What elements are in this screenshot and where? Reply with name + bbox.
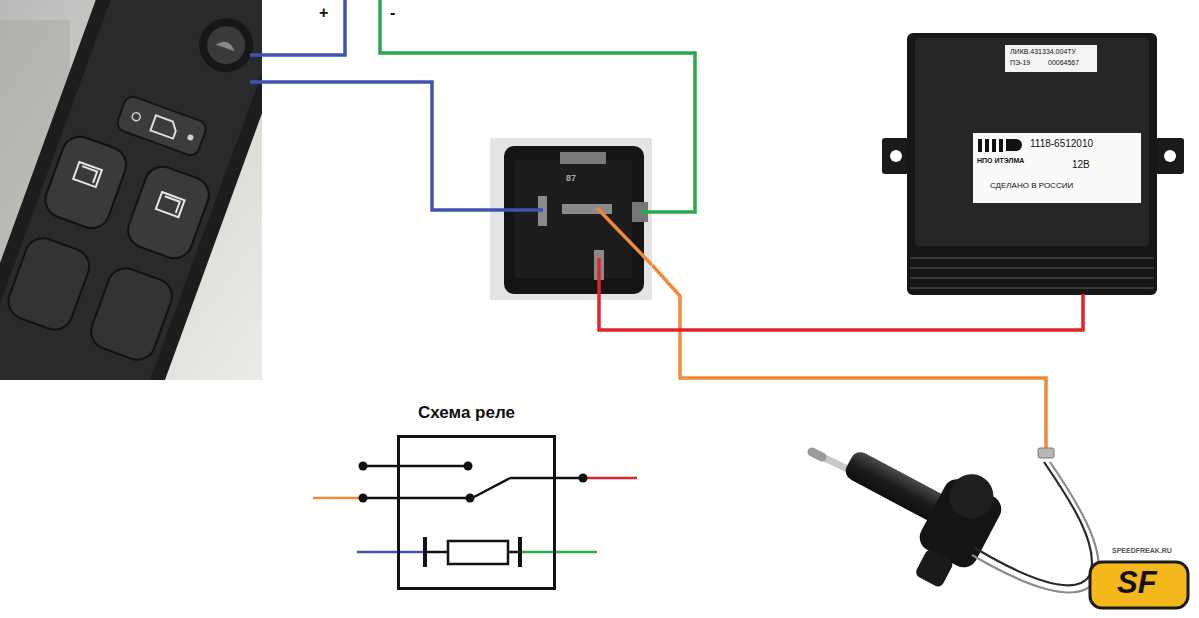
- relay-schematic-box: Схема реле: [397, 435, 556, 590]
- control-unit-art: [1081, 294, 1085, 300]
- actuator-rod-tip: [812, 452, 822, 457]
- lock-icon: [131, 112, 141, 122]
- relay-photo-art: [640, 210, 652, 214]
- nameplate-text: 00064567: [1048, 59, 1079, 67]
- window-button: [123, 162, 214, 264]
- switch-housing: [0, 0, 262, 380]
- contact-dots: [359, 462, 368, 471]
- lock-button: [115, 94, 208, 157]
- control-unit-art: [907, 33, 1157, 295]
- red-lead: [583, 477, 637, 480]
- contact-symbol: [474, 478, 510, 497]
- control-unit-art: [978, 139, 982, 152]
- control-unit-art: [915, 38, 1149, 246]
- control-unit-art: [992, 139, 996, 152]
- contact-symbol: [363, 497, 468, 500]
- nameplate-text: НПО ИТЭЛМА: [977, 157, 1024, 165]
- window-icon: [73, 162, 102, 187]
- polarity-label: -: [390, 4, 395, 22]
- coil-symbol: [518, 537, 522, 567]
- contact-dots: [464, 462, 473, 471]
- lock-actuator: [812, 419, 1099, 597]
- nameplate-text: 1118-6512010: [1030, 138, 1093, 149]
- contact-symbol: [363, 466, 583, 498]
- schematic-heading: Схема реле: [387, 404, 546, 423]
- control-unit-art: [890, 150, 902, 162]
- control-unit-art: [910, 267, 1154, 269]
- control-unit-art: [910, 287, 1154, 289]
- wire-connector: [599, 300, 1083, 330]
- control-unit-art: [1164, 150, 1176, 162]
- nameplate-text: ЛИКВ.431334.004ТУ: [1010, 48, 1076, 56]
- blue-wire: [250, 0, 345, 55]
- relay-photo-art: [597, 258, 601, 300]
- window-switch-panel: [0, 0, 262, 380]
- contact-dots: [359, 494, 368, 503]
- control-unit-art: [910, 257, 1154, 259]
- blue-wire: [250, 82, 490, 210]
- control-unit-art: [880, 28, 1186, 300]
- relay-photo-art: [490, 208, 543, 212]
- contact-symbol: [363, 465, 468, 468]
- actuator-body: [942, 467, 1002, 527]
- door-icon: [150, 115, 178, 138]
- terminal-number: 87: [566, 174, 576, 184]
- relay-photo-art: [490, 138, 652, 300]
- trunk-knob: [192, 11, 261, 80]
- watermark-text: SPEEDFREAK.RU: [1112, 547, 1172, 555]
- wire-terminal: [1038, 448, 1054, 458]
- polarity-label: +: [319, 4, 328, 22]
- window-icon: [156, 192, 185, 217]
- control-unit-art: [973, 133, 1141, 203]
- control-unit-art: [880, 28, 1186, 300]
- control-unit-art: [1006, 139, 1022, 151]
- logo-plate: [1090, 562, 1188, 608]
- contact-symbol: [510, 477, 583, 480]
- switch-block: [0, 0, 262, 380]
- window-button: [40, 132, 131, 234]
- trunk-icon: [216, 39, 237, 51]
- actuator-wire: [972, 462, 1099, 592]
- relay-photo-art: [562, 204, 612, 214]
- window-button: [86, 263, 177, 365]
- control-unit-art: [985, 139, 989, 152]
- control-unit-art: [999, 139, 1003, 152]
- green-lead: [520, 551, 597, 554]
- indicator-led: [187, 134, 195, 142]
- blue-lead: [357, 551, 425, 554]
- contact-dots: [466, 494, 475, 503]
- relay-photo-art: [560, 152, 606, 164]
- nameplate-text: ПЭ-19: [1010, 59, 1030, 67]
- relay-photo: 87: [490, 138, 652, 300]
- coil-symbol: [448, 541, 508, 564]
- relay-photo-art: [504, 146, 644, 294]
- orange-lead: [313, 497, 363, 500]
- window-button: [3, 233, 94, 335]
- relay-photo-art: [514, 160, 632, 278]
- nameplate-text: СДЕЛАНО В РОССИИ: [990, 182, 1073, 191]
- watermark-logo: SF: [1117, 566, 1157, 600]
- relay-photo-art: [490, 138, 652, 300]
- coil-symbol: [425, 551, 448, 554]
- control-unit-art: [910, 277, 1154, 279]
- control-unit-art: [1005, 45, 1097, 72]
- relay-photo-art: [597, 208, 652, 265]
- actuator-body: [914, 548, 955, 589]
- switch-face: [0, 0, 262, 380]
- coil-symbol: [425, 537, 520, 567]
- trunk-knob-cap: [202, 21, 251, 70]
- nameplate-text: 12В: [1072, 159, 1090, 170]
- contact-dots: [579, 474, 588, 483]
- actuator-body: [817, 419, 1012, 597]
- relay-schematic: [313, 462, 637, 568]
- control-unit: ЛИКВ.431334.004ТУ ПЭ-19 00064567НПО ИТЭЛМА…: [880, 28, 1186, 300]
